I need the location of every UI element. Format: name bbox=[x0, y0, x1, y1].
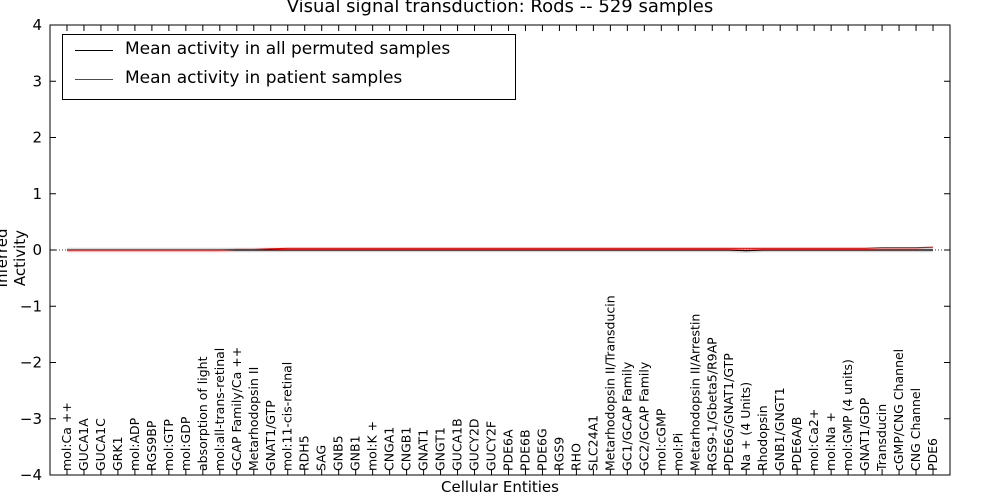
legend-entry-permuted: Mean activity in all permuted samples bbox=[63, 39, 515, 63]
x-tick-label: RDH5 bbox=[297, 435, 312, 471]
x-tick-label: CNG Channel bbox=[908, 388, 923, 471]
x-tick-label: GC2/GCAP Family bbox=[636, 361, 651, 471]
x-tick-label: PDE6 bbox=[925, 438, 940, 471]
x-tick-label: cGMP/CNG Channel bbox=[891, 349, 906, 471]
x-tick-label: GUCY2D bbox=[467, 418, 482, 471]
x-tick-label: GRK1 bbox=[110, 436, 125, 471]
x-tick-label: CNGA1 bbox=[382, 427, 397, 471]
y-tick-label: −4 bbox=[20, 466, 42, 484]
x-tick-label: GNB1 bbox=[348, 435, 363, 471]
legend: Mean activity in all permuted samples Me… bbox=[62, 34, 516, 100]
legend-swatch-permuted bbox=[75, 50, 113, 51]
x-tick-label: mol:K + bbox=[365, 421, 380, 471]
x-tick-label: GNAT1/GDP bbox=[857, 397, 872, 471]
x-tick-label: mol:all-trans-retinal bbox=[212, 348, 227, 471]
legend-label-permuted: Mean activity in all permuted samples bbox=[125, 39, 451, 59]
x-tick-label: RGS9 bbox=[551, 437, 566, 471]
x-tick-label: GNGT1 bbox=[433, 427, 448, 471]
x-tick-label: GNAT1/GTP bbox=[263, 400, 278, 471]
x-tick-label: Metarhodopsin II bbox=[246, 367, 261, 471]
x-tick-label: mol:GMP (4 units) bbox=[840, 359, 855, 471]
y-tick-label: 3 bbox=[32, 72, 42, 90]
y-tick-label: 2 bbox=[32, 129, 42, 147]
legend-swatch-patient bbox=[75, 79, 113, 80]
y-tick-label: −2 bbox=[20, 354, 42, 372]
x-tick-label: mol:GTP bbox=[161, 419, 176, 471]
x-tick-label: PDE6A bbox=[500, 429, 515, 471]
series-line-patient bbox=[66, 246, 934, 251]
x-tick-label: mol:11-cis-retinal bbox=[280, 362, 295, 471]
x-axis-label: Cellular Entities bbox=[441, 478, 559, 496]
chart-title: Visual signal transduction: Rods -- 529 … bbox=[286, 0, 714, 17]
y-tick-label: −1 bbox=[20, 297, 42, 315]
x-tick-label: PDE6A/B bbox=[789, 417, 804, 471]
x-tick-label: Rhodopsin bbox=[755, 405, 770, 471]
x-tick-label: GNB5 bbox=[331, 435, 346, 471]
x-tick-label: SLC24A1 bbox=[585, 415, 600, 471]
x-tick-label: Metarhodopsin II/Arrestin bbox=[687, 314, 702, 471]
x-tick-label: GNAT1 bbox=[416, 429, 431, 471]
x-tick-label: mol:GDP bbox=[178, 416, 193, 471]
y-axis-label: Inferred Activity bbox=[0, 228, 29, 288]
x-tick-label: mol:Ca2+ bbox=[806, 409, 821, 471]
x-tick-label: Transducin bbox=[874, 404, 889, 472]
x-tick-label: GC1/GCAP Family bbox=[619, 361, 634, 471]
x-tick-label: Na + (4 Units) bbox=[738, 382, 753, 471]
x-tick-label: GUCA1B bbox=[450, 418, 465, 471]
x-tick-label: mol:cGMP bbox=[653, 408, 668, 471]
x-tick-label: CNGB1 bbox=[399, 427, 414, 471]
x-tick-label: PDE6G/GNAT1/GTP bbox=[721, 353, 736, 471]
x-tick-label: mol:Ca ++ bbox=[59, 402, 74, 471]
x-tick-label: PDE6G bbox=[534, 428, 549, 471]
x-tick-label: mol:Na + bbox=[823, 412, 838, 471]
y-tick-label: 1 bbox=[32, 185, 42, 203]
x-tick-label: GNB1/GNGT1 bbox=[772, 387, 787, 471]
legend-label-patient: Mean activity in patient samples bbox=[125, 68, 403, 88]
x-tick-label: mol:Pi bbox=[670, 433, 685, 471]
y-tick-label: 0 bbox=[32, 241, 42, 259]
y-tick-label: 4 bbox=[32, 16, 42, 34]
x-tick-label: PDE6B bbox=[517, 429, 532, 471]
x-tick-label: mol:ADP bbox=[127, 417, 142, 471]
x-tick-label: RHO bbox=[568, 443, 583, 471]
y-tick-label: −3 bbox=[20, 410, 42, 428]
x-tick-label: RGS9-1/Gbeta5/R9AP bbox=[704, 337, 719, 471]
x-tick-label: GUCA1C bbox=[93, 418, 108, 471]
x-tick-label: absorption of light bbox=[195, 356, 210, 471]
x-tick-label: Metarhodopsin II/Transducin bbox=[602, 295, 617, 471]
x-tick-label: RGS9BP bbox=[144, 420, 159, 471]
x-tick-label: SAG bbox=[314, 445, 329, 471]
x-tick-label: GUCY2F bbox=[484, 421, 499, 471]
x-tick-label: GUCA1A bbox=[76, 418, 91, 471]
legend-entry-patient: Mean activity in patient samples bbox=[63, 68, 515, 92]
x-tick-label: GCAP Family/Ca ++ bbox=[229, 347, 244, 471]
